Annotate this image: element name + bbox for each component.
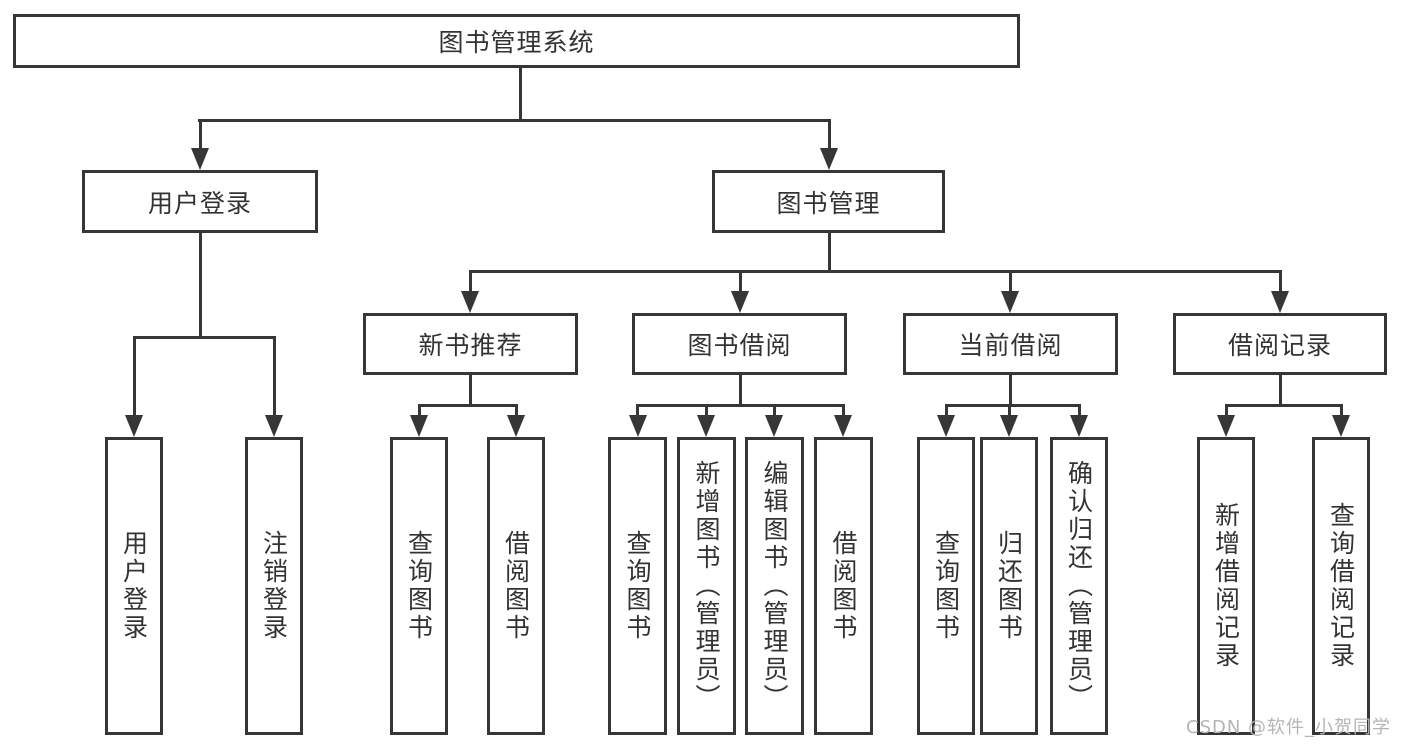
connector-line xyxy=(1340,404,1343,420)
leaf-logout-login-label: 注销登录 xyxy=(259,530,289,642)
connector-line xyxy=(739,270,742,294)
arrow-down-icon xyxy=(937,415,955,437)
leaf-add-books-admin: 新增图书（管理员） xyxy=(677,437,736,735)
node-book-management: 图书管理 xyxy=(712,170,945,233)
leaf-borrow-books-recommend-label: 借阅图书 xyxy=(501,530,531,642)
arrow-down-icon xyxy=(1001,291,1019,313)
leaf-add-borrow-record-label: 新增借阅记录 xyxy=(1211,502,1241,670)
connector-line xyxy=(1009,270,1012,294)
leaf-add-borrow-record: 新增借阅记录 xyxy=(1197,437,1255,735)
arrow-down-icon xyxy=(1271,291,1289,313)
connector-line xyxy=(1078,404,1081,420)
connector-line xyxy=(739,375,742,407)
leaf-edit-books-admin-label: 编辑图书（管理员） xyxy=(760,460,789,712)
node-borrowing-records-label: 借阅记录 xyxy=(1227,331,1332,360)
leaf-search-borrow-record: 查询借阅记录 xyxy=(1312,437,1370,735)
connector-line xyxy=(1225,404,1342,407)
arrow-down-icon xyxy=(1332,415,1350,437)
leaf-confirm-return-admin: 确认归还（管理员） xyxy=(1050,437,1108,735)
csdn-watermark: CSDN @软件_小贺同学 xyxy=(1186,717,1392,738)
connector-line xyxy=(773,404,776,420)
node-current-borrowing: 当前借阅 xyxy=(903,313,1118,375)
connector-line xyxy=(418,404,421,420)
node-user-login: 用户登录 xyxy=(82,170,318,233)
leaf-add-books-admin-label: 新增图书（管理员） xyxy=(692,460,721,712)
connector-line xyxy=(469,375,472,407)
leaf-search-books-recommend: 查询图书 xyxy=(390,437,448,735)
connector-line xyxy=(199,119,202,152)
arrow-down-icon xyxy=(1070,415,1088,437)
arrow-down-icon xyxy=(697,415,715,437)
connector-line xyxy=(199,233,202,338)
arrow-down-icon xyxy=(125,415,143,437)
connector-line xyxy=(636,404,639,420)
arrow-down-icon xyxy=(191,148,209,170)
connector-line xyxy=(198,119,831,122)
node-book-management-label: 图书管理 xyxy=(776,188,881,218)
arrow-down-icon xyxy=(834,415,852,437)
arrow-down-icon xyxy=(507,415,525,437)
leaf-search-borrow-record-label: 查询借阅记录 xyxy=(1326,502,1356,670)
leaf-borrow-books-borrowing-label: 借阅图书 xyxy=(829,530,858,642)
connector-line xyxy=(273,336,276,418)
arrow-down-icon xyxy=(765,415,783,437)
node-current-borrowing-label: 当前借阅 xyxy=(958,331,1063,360)
connector-line xyxy=(705,404,708,420)
arrow-down-icon xyxy=(629,415,647,437)
connector-line xyxy=(1225,404,1228,420)
leaf-user-login-label: 用户登录 xyxy=(119,530,149,642)
connector-line xyxy=(1008,404,1011,420)
leaf-return-books-label: 归还图书 xyxy=(994,530,1024,642)
leaf-search-books-borrowing: 查询图书 xyxy=(608,437,667,735)
leaf-search-books-recommend-label: 查询图书 xyxy=(404,530,434,642)
node-library-system-label: 图书管理系统 xyxy=(438,28,595,57)
arrow-down-icon xyxy=(410,415,428,437)
node-book-borrowing-label: 图书借阅 xyxy=(687,331,792,360)
connector-line xyxy=(636,404,845,407)
connector-line xyxy=(519,68,522,122)
node-new-book-recommendation-label: 新书推荐 xyxy=(418,331,523,360)
arrow-down-icon xyxy=(1000,415,1018,437)
connector-line xyxy=(515,404,518,420)
connector-line xyxy=(828,119,831,152)
connector-line xyxy=(828,233,831,273)
leaf-borrow-books-recommend: 借阅图书 xyxy=(487,437,545,735)
connector-line xyxy=(1279,375,1282,407)
node-user-login-label: 用户登录 xyxy=(147,188,252,218)
leaf-search-books-current: 查询图书 xyxy=(917,437,975,735)
leaf-search-books-borrowing-label: 查询图书 xyxy=(623,530,652,642)
leaf-confirm-return-admin-label: 确认归还（管理员） xyxy=(1064,460,1094,712)
node-book-borrowing: 图书借阅 xyxy=(632,313,847,375)
connector-line xyxy=(1009,375,1012,407)
leaf-return-books: 归还图书 xyxy=(980,437,1038,735)
connector-line xyxy=(133,336,276,339)
arrow-down-icon xyxy=(265,415,283,437)
connector-line xyxy=(945,404,1081,407)
connector-line xyxy=(945,404,948,420)
leaf-search-books-current-label: 查询图书 xyxy=(931,530,961,642)
leaf-logout-login: 注销登录 xyxy=(245,437,303,735)
node-borrowing-records: 借阅记录 xyxy=(1173,313,1387,375)
arrow-down-icon xyxy=(1217,415,1235,437)
node-library-system: 图书管理系统 xyxy=(13,14,1020,68)
leaf-borrow-books-borrowing: 借阅图书 xyxy=(814,437,873,735)
connector-line xyxy=(418,404,518,407)
arrow-down-icon xyxy=(820,148,838,170)
connector-line xyxy=(1279,270,1282,294)
leaf-user-login: 用户登录 xyxy=(105,437,163,735)
connector-line xyxy=(842,404,845,420)
connector-line xyxy=(469,270,1281,273)
arrow-down-icon xyxy=(731,291,749,313)
connector-line xyxy=(469,270,472,294)
connector-line xyxy=(133,336,136,418)
node-new-book-recommendation: 新书推荐 xyxy=(363,313,578,375)
arrow-down-icon xyxy=(461,291,479,313)
leaf-edit-books-admin: 编辑图书（管理员） xyxy=(745,437,804,735)
